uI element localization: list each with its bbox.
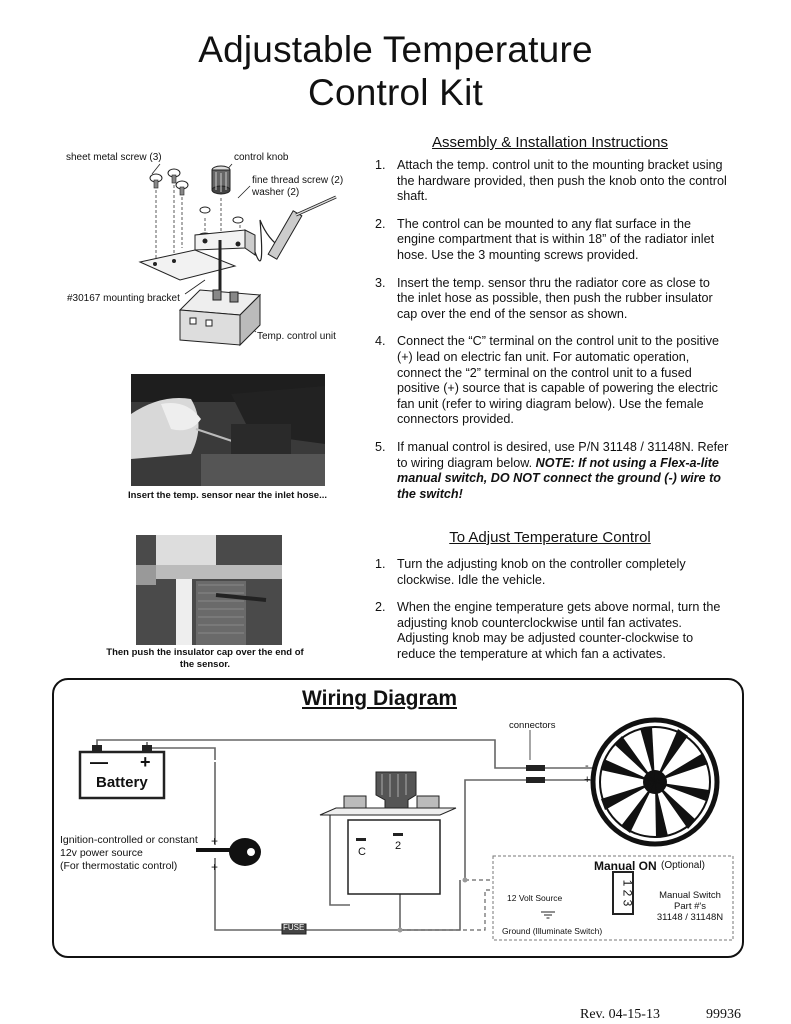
step-number: 4. (375, 334, 386, 349)
step-text: When the engine temperature gets above n… (397, 600, 721, 661)
volt-source-label: 12 Volt Source (507, 893, 563, 903)
connector-upper (526, 765, 545, 771)
caption-photo-2-line-2: the sensor. (179, 659, 231, 670)
wiring-control-unit (319, 771, 457, 895)
assembly-steps: 1. Attach the temp. control unit to the m… (375, 158, 730, 514)
optional-label: (Optional) (661, 860, 705, 871)
mounting-bracket (138, 229, 256, 290)
connector-lower (526, 777, 545, 783)
ignition-label: Ignition-controlled or constant 12v powe… (60, 834, 198, 873)
manual-switch-line-3: 31148 / 31148N (656, 912, 724, 923)
fan-minus: - (585, 760, 589, 772)
step-text: If manual control is desired, use P/N 31… (397, 439, 729, 470)
label-control-knob: control knob (234, 152, 289, 163)
ignition-key-icon (196, 838, 261, 866)
fuse (281, 923, 307, 935)
wiring-diagram-title: Wiring Diagram (302, 687, 457, 710)
revision-label: Rev. 04-15-13 (580, 1007, 660, 1022)
photo-insulator-cap (136, 535, 282, 645)
ignition-label-line-2: 12v power source (60, 847, 143, 859)
photo-insert-sensor (131, 374, 325, 486)
page-title: Adjustable Temperature Control Kit (0, 28, 791, 114)
key-plus-2: + (211, 860, 219, 874)
manual-switch (612, 871, 634, 915)
ground-symbol (541, 911, 555, 919)
assembly-step-3: 3. Insert the temp. sensor thru the radia… (375, 276, 730, 323)
step-text: The control can be mounted to any flat s… (397, 216, 715, 262)
assembly-heading: Assembly & Installation Instructions (432, 134, 668, 151)
step-number: 3. (375, 275, 386, 290)
step-text: Connect the “C” terminal on the control … (397, 334, 720, 427)
key-plus-1: + (211, 834, 219, 848)
label-control-unit: Temp. control unit (257, 331, 336, 342)
battery-label: Battery (96, 774, 148, 791)
terminal-c-label: C (358, 846, 366, 858)
manual-on-label: Manual ON (594, 859, 657, 873)
step-5-note: NOTE: If not using a Flex-a-lite manual … (397, 455, 721, 501)
adjust-step-1: 1. Turn the adjusting knob on the control… (375, 557, 730, 588)
terminal-2-label: 2 (395, 840, 402, 852)
label-connectors: connectors (509, 720, 556, 731)
manual-switch-label: Manual Switch Part #'s 31148 / 31148N (651, 890, 729, 923)
battery-plus: + (140, 752, 151, 772)
ignition-label-line-3: (For thermostatic control) (60, 860, 178, 872)
temp-control-unit (178, 289, 262, 347)
exploded-view-diagram (138, 163, 337, 347)
electric-fan (590, 717, 720, 847)
caption-photo-2: Then push the insulator cap over the end… (90, 647, 320, 671)
battery-minus: — (90, 752, 108, 772)
caption-photo-1: Insert the temp. sensor near the inlet h… (127, 490, 328, 501)
title-line-2: Control Kit (308, 72, 483, 113)
step-number: 2. (375, 600, 386, 615)
adjust-heading: To Adjust Temperature Control (449, 529, 651, 546)
ignition-label-line-1: Ignition-controlled or constant (60, 834, 198, 846)
assembly-step-5: 5. If manual control is desired, use P/N … (375, 440, 730, 502)
label-washer: washer (2) (252, 187, 300, 198)
step-number: 1. (375, 158, 386, 172)
adjust-steps: 1. Turn the adjusting knob on the control… (375, 557, 730, 675)
temp-sensor (254, 195, 337, 262)
assembly-step-4: 4. Connect the “C” terminal on the contro… (375, 334, 730, 428)
title-line-1: Adjustable Temperature (198, 29, 593, 70)
battery (78, 745, 166, 800)
step-text: Turn the adjusting knob on the controlle… (397, 557, 686, 587)
assembly-step-2: 2. The control can be mounted to any flat… (375, 217, 730, 264)
label-mounting-bracket: #30167 mounting bracket (67, 293, 180, 304)
part-number: 99936 (706, 1007, 741, 1022)
step-number: 2. (375, 216, 386, 231)
step-number: 1. (375, 557, 386, 571)
wiring-diagram-box (52, 678, 744, 958)
switch-numbers: 1 2 3 (620, 879, 635, 907)
adjust-step-2: 2. When the engine temperature gets above… (375, 600, 730, 662)
manual-switch-line-1: Manual Switch (659, 890, 721, 901)
control-knob (211, 165, 231, 195)
step-number: 5. (375, 439, 386, 454)
caption-photo-2-line-1: Then push the insulator cap over the end… (106, 647, 304, 658)
sheet-metal-screws (149, 168, 189, 196)
step-text: Insert the temp. sensor thru the radiato… (397, 275, 713, 321)
ground-label: Ground (Illuminate Switch) (502, 926, 603, 936)
fan-plus: + (584, 774, 591, 786)
fuse-label: FUSE (283, 923, 305, 932)
label-fine-thread-screw: fine thread screw (2) (252, 175, 344, 186)
manual-switch-line-2: Part #'s (674, 901, 706, 912)
label-sheet-metal-screw: sheet metal screw (3) (66, 152, 162, 163)
assembly-step-1: 1. Attach the temp. control unit to the m… (375, 158, 730, 205)
step-text: Attach the temp. control unit to the mou… (397, 158, 727, 204)
